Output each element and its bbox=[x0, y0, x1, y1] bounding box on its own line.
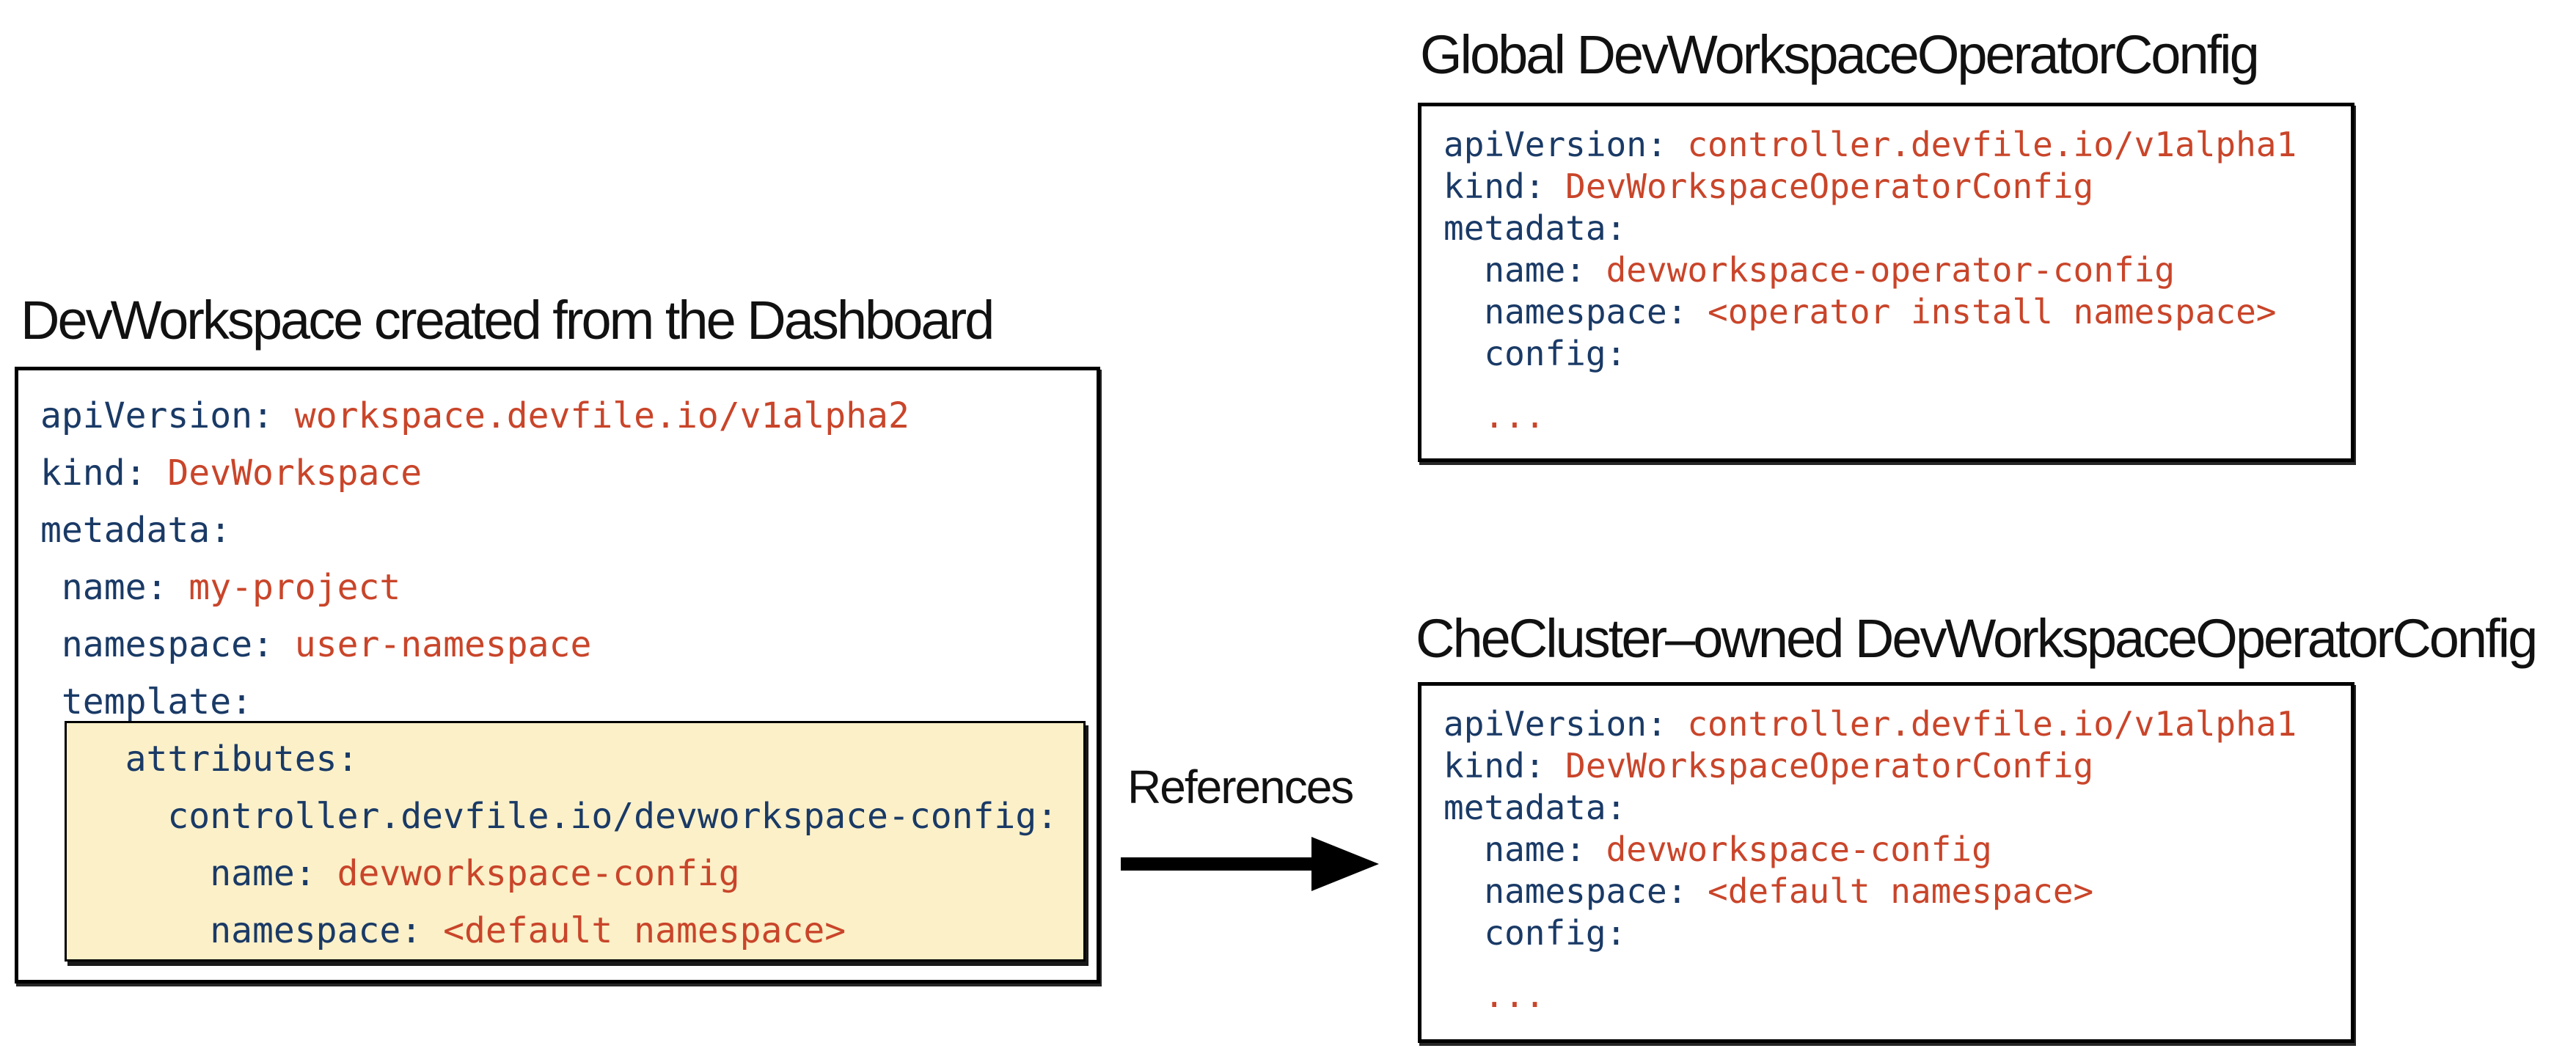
yaml-value: <default namespace> bbox=[422, 910, 846, 951]
code-line: name: my-project bbox=[40, 559, 910, 616]
yaml-key: name: bbox=[1484, 830, 1586, 869]
yaml-key: config: bbox=[1484, 334, 1627, 373]
code-line: ... bbox=[1443, 395, 2297, 437]
yaml-value: controller.devfile.io/v1alpha1 bbox=[1666, 125, 2297, 164]
yaml-key: namespace: bbox=[1484, 292, 1688, 332]
code-line: apiVersion: controller.devfile.io/v1alph… bbox=[1443, 703, 2297, 745]
yaml-key: attributes: bbox=[125, 739, 359, 780]
code-line: kind: DevWorkspaceOperatorConfig bbox=[1443, 166, 2297, 208]
yaml-key: namespace: bbox=[210, 910, 422, 951]
yaml-value: <operator install namespace> bbox=[1687, 292, 2277, 332]
yaml-key: apiVersion: bbox=[1443, 125, 1667, 164]
yaml-key: metadata: bbox=[40, 510, 232, 551]
devworkspace-config-highlight-box bbox=[65, 721, 1086, 962]
devworkspace-panel-title: DevWorkspace created from the Dashboard bbox=[21, 290, 995, 351]
code-line: namespace: <operator install namespace> bbox=[1443, 291, 2297, 333]
yaml-key: name: bbox=[1484, 250, 1586, 290]
code-line: ... bbox=[1443, 975, 2297, 1017]
yaml-value: DevWorkspaceOperatorConfig bbox=[1545, 746, 2094, 785]
yaml-key: template: bbox=[61, 681, 252, 722]
yaml-value: user-namespace bbox=[273, 624, 592, 665]
references-arrow-icon bbox=[1121, 837, 1379, 891]
yaml-value: DevWorkspaceOperatorConfig bbox=[1545, 166, 2094, 206]
yaml-key: apiVersion: bbox=[40, 395, 274, 436]
devworkspace-yaml-code: apiVersion: workspace.devfile.io/v1alpha… bbox=[40, 387, 910, 730]
yaml-value: ... bbox=[1484, 396, 1545, 436]
yaml-key: kind: bbox=[1443, 746, 1545, 785]
checluster-operator-config-yaml-code: apiVersion: controller.devfile.io/v1alph… bbox=[1443, 703, 2297, 1017]
yaml-key: namespace: bbox=[1484, 871, 1688, 911]
code-line: namespace: <default namespace> bbox=[40, 902, 1058, 959]
code-line: apiVersion: workspace.devfile.io/v1alpha… bbox=[40, 387, 910, 444]
code-line: name: devworkspace-config bbox=[1443, 829, 2297, 871]
yaml-key: name: bbox=[61, 567, 168, 608]
code-line: name: devworkspace-operator-config bbox=[1443, 249, 2297, 291]
code-line: apiVersion: controller.devfile.io/v1alph… bbox=[1443, 124, 2297, 166]
yaml-value: ... bbox=[1484, 975, 1545, 1015]
code-line: name: devworkspace-config bbox=[40, 845, 1058, 902]
yaml-key: apiVersion: bbox=[1443, 704, 1667, 744]
checluster-operator-config-title: CheCluster–owned DevWorkspaceOperatorCon… bbox=[1416, 608, 2538, 669]
code-line: attributes: bbox=[40, 730, 1058, 788]
yaml-key: kind: bbox=[1443, 166, 1545, 206]
code-line: kind: DevWorkspace bbox=[40, 444, 910, 502]
devworkspace-panel: apiVersion: workspace.devfile.io/v1alpha… bbox=[15, 367, 1100, 984]
code-line: metadata: bbox=[40, 502, 910, 559]
yaml-key: config: bbox=[1484, 913, 1627, 953]
yaml-value: devworkspace-config bbox=[1585, 830, 1992, 869]
references-label: References bbox=[1127, 761, 1354, 813]
yaml-value: DevWorkspace bbox=[146, 453, 422, 494]
yaml-key: metadata: bbox=[1443, 788, 1627, 827]
code-line: template: bbox=[40, 673, 910, 730]
global-operator-config-title: Global DevWorkspaceOperatorConfig bbox=[1420, 24, 2260, 85]
code-line: kind: DevWorkspaceOperatorConfig bbox=[1443, 745, 2297, 787]
yaml-value: controller.devfile.io/v1alpha1 bbox=[1666, 704, 2297, 744]
code-line: metadata: bbox=[1443, 787, 2297, 829]
yaml-value: devworkspace-operator-config bbox=[1585, 250, 2176, 290]
yaml-key: controller.devfile.io/devworkspace-confi… bbox=[167, 796, 1058, 837]
checluster-operator-config-panel: apiVersion: controller.devfile.io/v1alph… bbox=[1418, 682, 2354, 1043]
code-line: config: bbox=[1443, 333, 2297, 375]
code-line: metadata: bbox=[1443, 208, 2297, 249]
yaml-value: my-project bbox=[167, 567, 401, 608]
code-line: namespace: user-namespace bbox=[40, 616, 910, 673]
code-line: namespace: <default namespace> bbox=[1443, 871, 2297, 912]
yaml-key: name: bbox=[210, 853, 316, 894]
yaml-value: devworkspace-config bbox=[315, 853, 740, 894]
yaml-value: workspace.devfile.io/v1alpha2 bbox=[273, 395, 910, 436]
yaml-value: <default namespace> bbox=[1687, 871, 2094, 911]
global-operator-config-panel: apiVersion: controller.devfile.io/v1alph… bbox=[1418, 103, 2354, 462]
code-line: controller.devfile.io/devworkspace-confi… bbox=[40, 788, 1058, 845]
devworkspace-config-attributes-code: attributes: controller.devfile.io/devwor… bbox=[40, 730, 1058, 959]
yaml-key: kind: bbox=[40, 453, 147, 494]
yaml-key: namespace: bbox=[61, 624, 274, 665]
code-line: config: bbox=[1443, 912, 2297, 954]
yaml-key: metadata: bbox=[1443, 208, 1627, 248]
global-operator-config-yaml-code: apiVersion: controller.devfile.io/v1alph… bbox=[1443, 124, 2297, 437]
